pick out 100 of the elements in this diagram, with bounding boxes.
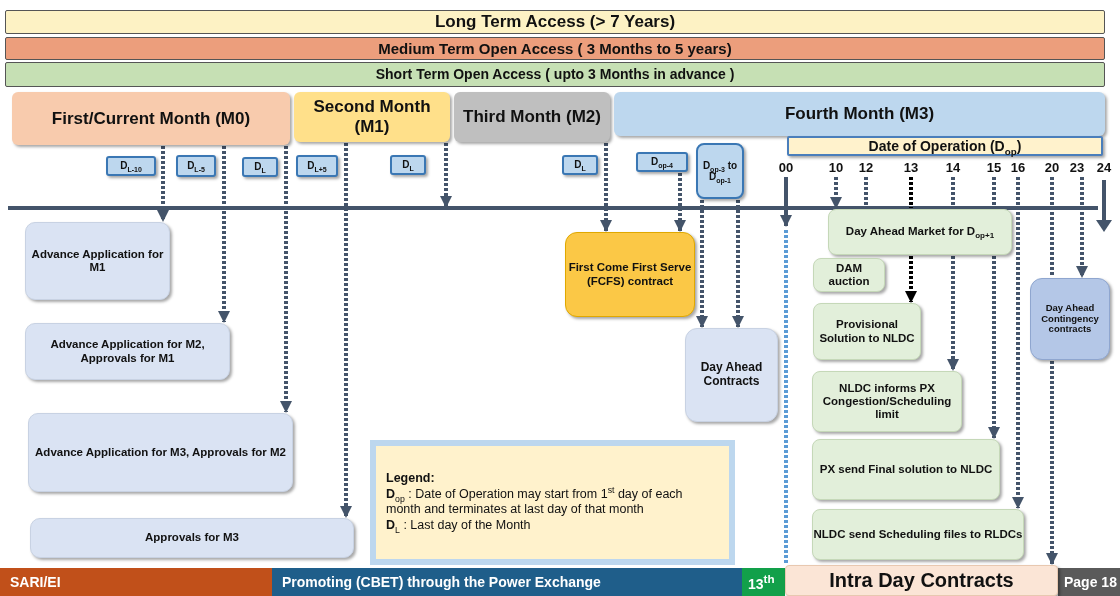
- time-label: 15: [985, 160, 1003, 176]
- month-header: [12, 92, 290, 145]
- time-label: 23: [1068, 160, 1086, 176]
- process-box: [565, 232, 695, 317]
- dotted-arrow: [732, 200, 744, 328]
- dotted-arrow: [674, 173, 686, 232]
- time-label: 24: [1094, 160, 1114, 176]
- footer-text: Promoting (CBET) through the Power Exchange: [281, 574, 601, 590]
- dotted-arrow: [218, 146, 230, 323]
- access-bar: [5, 10, 1105, 34]
- time-label: 12: [857, 160, 875, 176]
- process-box: [785, 565, 1058, 596]
- dotted-arrow: [440, 143, 452, 208]
- box-label: Second Month (M1): [312, 97, 432, 137]
- box-label: D$_{op-3}$ to D$_{op-1}$: [701, 159, 739, 183]
- box-label: D$_{L-10}$: [120, 160, 142, 172]
- date-tag: [296, 155, 338, 177]
- box-label: Provisional Solution to NLDC: [818, 318, 916, 345]
- dotted-line: [909, 177, 913, 208]
- box-label: Day Ahead Market for D$_{op+1}$: [845, 225, 995, 239]
- process-box: [30, 518, 354, 558]
- dotted-line: [992, 177, 996, 208]
- box-label: D$_{L}$: [254, 161, 266, 173]
- box-label: First Come First Serve (FCFS) contract: [567, 261, 693, 288]
- time-label: 20: [1043, 160, 1061, 176]
- dotted-arrow: [1076, 177, 1088, 278]
- dotted-line: [951, 177, 955, 208]
- process-box: [812, 371, 962, 432]
- box-label: D$_{L}$: [574, 159, 586, 171]
- footer-text: 13$^{th}$: [747, 572, 775, 592]
- access-bar: [5, 37, 1105, 60]
- dotted-arrow: [600, 143, 612, 232]
- process-box: [28, 413, 293, 492]
- box-label: Day Ahead Contingency contracts: [1040, 302, 1100, 336]
- box-label: D$_{L}$: [402, 159, 414, 171]
- box-label: PX send Final solution to NLDC: [819, 462, 993, 477]
- box-label: DAM auction: [827, 261, 871, 289]
- dotted-arrow: [280, 146, 292, 413]
- footer-text: Page 18: [1063, 574, 1117, 590]
- legend-entry: D$_{L}$ : Last day of the Month: [386, 517, 531, 533]
- dotted-arrow: [830, 177, 842, 209]
- dotted-arrow: [1012, 177, 1024, 509]
- box-label: First/Current Month (M0): [51, 108, 251, 129]
- dotted-arrow: [947, 256, 959, 371]
- box-label: Intra Day Contracts: [829, 569, 1014, 592]
- process-box: [812, 509, 1024, 560]
- box-label: Long Term Access (> 7 Years): [434, 12, 676, 32]
- box-label: Day Ahead Contracts: [699, 361, 764, 389]
- time-label: 10: [827, 160, 845, 176]
- dotted-arrow: [988, 256, 1000, 439]
- box-label: Advance Application for M2, Approvals for M1: [49, 338, 206, 365]
- box-label: NLDC send Scheduling files to RLDCs: [813, 527, 1023, 542]
- process-box: [828, 209, 1012, 255]
- month-header: [614, 92, 1105, 136]
- dotted-arrow: [905, 256, 917, 303]
- box-label: D$_{L+5}$: [307, 160, 327, 172]
- dotted-arrow: [696, 200, 708, 328]
- box-label: D$_{op-4}$: [651, 156, 673, 168]
- dotted-line: [864, 177, 868, 208]
- footer-text: SARI/EI: [9, 574, 61, 590]
- date-tag: [562, 155, 598, 175]
- time-label: 13: [902, 160, 920, 176]
- box-label: Approvals for M3: [145, 531, 239, 545]
- process-box: [685, 328, 778, 422]
- time-label: 16: [1009, 160, 1027, 176]
- box-label: Advance Application for M3, Approvals for M2: [35, 445, 286, 460]
- time-label: 14: [944, 160, 962, 176]
- legend-box: [370, 440, 735, 565]
- dotted-arrow: [340, 143, 352, 518]
- box-label: Short Term Open Access ( upto 3 Months in advance ): [375, 66, 735, 83]
- dotted-arrow: [1046, 361, 1058, 565]
- month-header: [294, 92, 450, 142]
- box-label: D$_{L-5}$: [187, 160, 205, 172]
- process-box: [812, 439, 1000, 500]
- box-label: Fourth Month (M3): [784, 104, 935, 124]
- dotted-arrow: [157, 146, 169, 222]
- dotted-line: [784, 230, 788, 564]
- month-header: [454, 92, 610, 142]
- process-box: [25, 222, 170, 300]
- process-box: [1030, 278, 1110, 360]
- date-tag: [176, 155, 216, 177]
- legend-heading: Legend:: [386, 470, 435, 486]
- date-tag: [390, 155, 426, 175]
- box-label: Date of Operation (D$_{op}$): [868, 137, 1022, 155]
- access-bar: [5, 62, 1105, 87]
- dotted-line: [1050, 177, 1054, 277]
- date-tag: [636, 152, 688, 172]
- time-label: 00: [777, 160, 795, 176]
- date-tag: [696, 143, 744, 199]
- date-of-operation-bar: [787, 136, 1103, 156]
- legend-entry: D$_{op}$ : Date of Operation may start from 1$^{st}$ day of each month and terminates at last day of that month: [386, 487, 684, 516]
- process-box: [25, 323, 230, 380]
- box-label: Medium Term Open Access ( 3 Months to 5 years): [378, 39, 732, 58]
- date-tag: [106, 156, 156, 176]
- process-box: [813, 258, 885, 292]
- box-label: Third Month (M2): [463, 107, 601, 127]
- dotted-arrow: [780, 177, 792, 227]
- box-label: Advance Application for M1: [30, 247, 165, 275]
- process-box: [813, 303, 921, 360]
- date-tag: [242, 157, 278, 177]
